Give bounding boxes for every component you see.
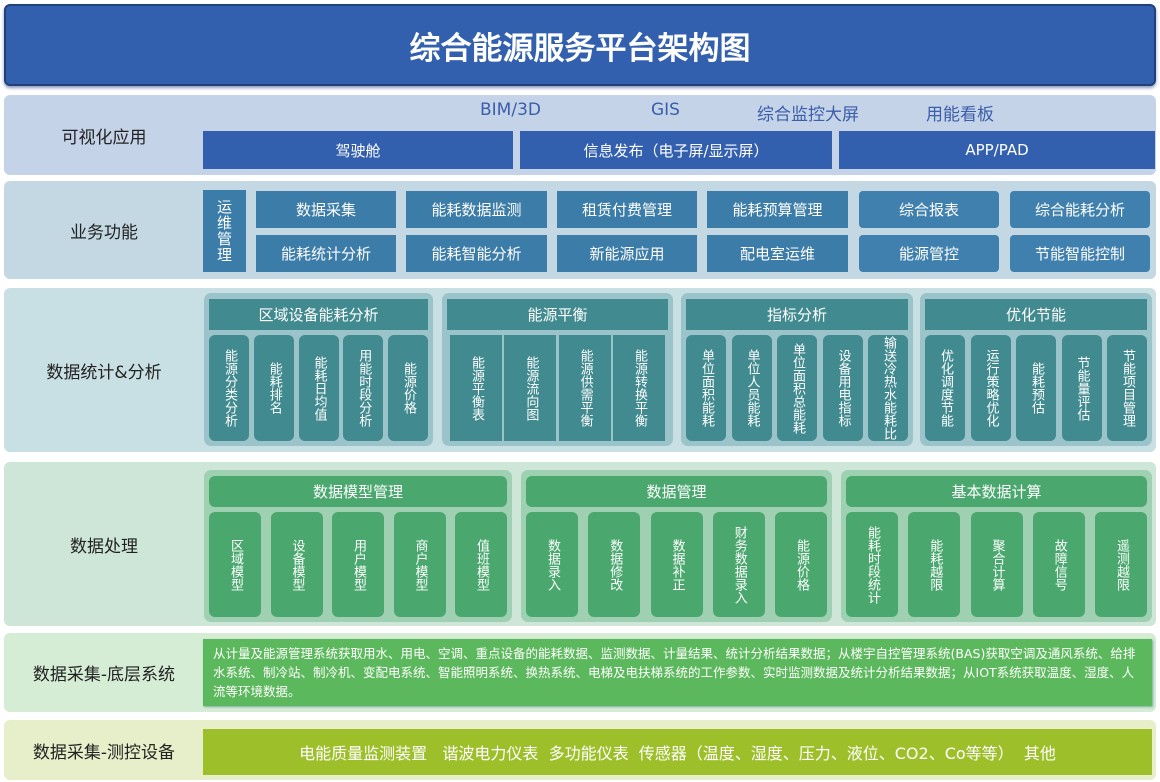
base-system-description: 从计量及能源管理系统获取用水、用电、空调、重点设备的能耗数据、监测数据、计量结果… <box>203 639 1152 706</box>
layer-label: 数据采集-底层系统 <box>32 665 176 685</box>
group-item[interactable]: 能耗日均值 <box>298 335 339 441</box>
group-title: 区域设备能耗分析 <box>209 299 428 330</box>
group-item[interactable]: 优化调度节能 <box>925 335 965 441</box>
function-group: 数据管理数据录入数据修改数据补正财务数据录入能源价格 <box>521 470 832 622</box>
ops-management[interactable]: 运维管理 <box>203 190 246 272</box>
group-item[interactable]: 数据录入 <box>526 512 578 617</box>
business-item[interactable]: 能源管控 <box>859 235 999 272</box>
layer-statistics: 数据统计&分析 区域设备能耗分析能源分类分析能耗排名能耗日均值用能时段分析能源价… <box>4 288 1156 452</box>
business-item[interactable]: 节能智能控制 <box>1010 235 1150 272</box>
group-item[interactable]: 单位面积总能耗 <box>777 335 817 441</box>
group-item[interactable]: 商户模型 <box>393 512 446 617</box>
group-title: 数据管理 <box>526 476 827 507</box>
group-title: 能源平衡 <box>447 299 668 330</box>
group-item[interactable]: 能源转换平衡 <box>612 335 665 441</box>
group-item[interactable]: 节能项目管理 <box>1107 335 1147 441</box>
group-item[interactable]: 能耗时段统计 <box>846 512 898 617</box>
business-item[interactable]: 新能源应用 <box>557 235 697 272</box>
group-title: 数据模型管理 <box>209 476 507 507</box>
group-item[interactable]: 单位面积能耗 <box>686 335 726 441</box>
business-item[interactable]: 能耗预算管理 <box>707 191 848 228</box>
info-publish-button[interactable]: 信息发布（电子屏/显示屏） <box>520 131 832 169</box>
function-group: 基本数据计算能耗时段统计能耗越限聚合计算故障信号遥测越限 <box>841 470 1152 622</box>
group-item[interactable]: 能源分类分析 <box>209 335 249 441</box>
function-group: 指标分析单位面积能耗单位人员能耗单位面积总能耗设备用电指标输送冷热水能耗比 <box>681 293 913 446</box>
group-item[interactable]: 区域模型 <box>209 512 261 617</box>
function-group: 区域设备能耗分析能源分类分析能耗排名能耗日均值用能时段分析能源价格 <box>204 293 433 446</box>
group-item[interactable]: 财务数据录入 <box>712 512 765 617</box>
function-group: 数据模型管理区域模型设备模型用户模型商户模型值班模型 <box>204 470 512 622</box>
link-gis[interactable]: GIS <box>651 100 680 120</box>
layer-collect-device: 数据采集-测控设备 电能质量监测装置 谐波电力仪表 多功能仪表 传感器（温度、湿… <box>4 720 1156 780</box>
group-title: 指标分析 <box>686 299 908 330</box>
group-item[interactable]: 能耗预估 <box>1016 335 1056 441</box>
business-item[interactable]: 配电室运维 <box>707 235 848 272</box>
group-item[interactable]: 用户模型 <box>332 512 384 617</box>
group-title: 优化节能 <box>925 299 1147 330</box>
business-item[interactable]: 数据采集 <box>256 191 396 228</box>
layer-label: 可视化应用 <box>61 127 147 148</box>
business-item[interactable]: 综合能耗分析 <box>1010 191 1150 228</box>
group-item[interactable]: 设备模型 <box>270 512 323 617</box>
group-item[interactable]: 能源平衡表 <box>450 335 502 441</box>
group-item[interactable]: 数据补正 <box>650 512 703 617</box>
business-item[interactable]: 综合报表 <box>859 191 999 228</box>
cockpit-button[interactable]: 驾驶舱 <box>203 131 513 169</box>
group-item[interactable]: 节能量评估 <box>1061 335 1102 441</box>
group-item[interactable]: 运行策略优化 <box>970 335 1011 441</box>
link-bim[interactable]: BIM/3D <box>480 100 541 120</box>
group-item[interactable]: 故障信号 <box>1032 512 1085 617</box>
page-title: 综合能源服务平台架构图 <box>4 4 1156 86</box>
group-item[interactable]: 设备用电指标 <box>822 335 863 441</box>
layer-label: 数据处理 <box>70 536 138 557</box>
group-item[interactable]: 用能时段分析 <box>343 335 384 441</box>
group-item[interactable]: 能源供需平衡 <box>558 335 611 441</box>
business-item[interactable]: 租赁付费管理 <box>557 191 697 228</box>
layer-visualization: 可视化应用 BIM/3D GIS 综合监控大屏 用能看板 驾驶舱 信息发布（电子… <box>4 95 1156 175</box>
business-item[interactable]: 能耗数据监测 <box>406 191 547 228</box>
group-item[interactable]: 能耗排名 <box>253 335 294 441</box>
group-item[interactable]: 能源流向图 <box>504 335 557 441</box>
layer-collect-base: 数据采集-底层系统 从计量及能源管理系统获取用水、用电、空调、重点设备的能耗数据… <box>4 633 1156 712</box>
layer-label: 数据采集-测控设备 <box>32 742 176 763</box>
layer-business: 业务功能 运维管理 数据采集能耗数据监测租赁付费管理能耗预算管理综合报表综合能耗… <box>4 181 1156 279</box>
group-item[interactable]: 能源价格 <box>775 512 827 617</box>
layer-processing: 数据处理 数据模型管理区域模型设备模型用户模型商户模型值班模型数据管理数据录入数… <box>4 462 1156 626</box>
business-item[interactable]: 能耗统计分析 <box>256 235 396 272</box>
group-item[interactable]: 数据修改 <box>588 512 641 617</box>
group-item[interactable]: 单位人员能耗 <box>731 335 772 441</box>
group-item[interactable]: 遥测越限 <box>1095 512 1147 617</box>
layer-label: 业务功能 <box>70 222 138 243</box>
group-item[interactable]: 聚合计算 <box>970 512 1023 617</box>
function-group: 优化节能优化调度节能运行策略优化能耗预估节能量评估节能项目管理 <box>920 293 1152 446</box>
app-pad-button[interactable]: APP/PAD <box>839 131 1155 169</box>
link-monitor-screen[interactable]: 综合监控大屏 <box>757 105 859 125</box>
layer-label: 数据统计&分析 <box>46 362 162 383</box>
business-item[interactable]: 能耗智能分析 <box>406 235 547 272</box>
group-item[interactable]: 值班模型 <box>455 512 507 617</box>
function-group: 能源平衡能源平衡表能源流向图能源供需平衡能源转换平衡 <box>442 293 673 446</box>
group-item[interactable]: 能耗越限 <box>908 512 961 617</box>
group-title: 基本数据计算 <box>846 476 1147 507</box>
group-item[interactable]: 能源价格 <box>388 335 428 441</box>
link-energy-board[interactable]: 用能看板 <box>926 105 994 125</box>
group-item[interactable]: 输送冷热水能耗比 <box>868 335 908 441</box>
device-list: 电能质量监测装置 谐波电力仪表 多功能仪表 传感器（温度、湿度、压力、液位、CO… <box>203 729 1152 775</box>
